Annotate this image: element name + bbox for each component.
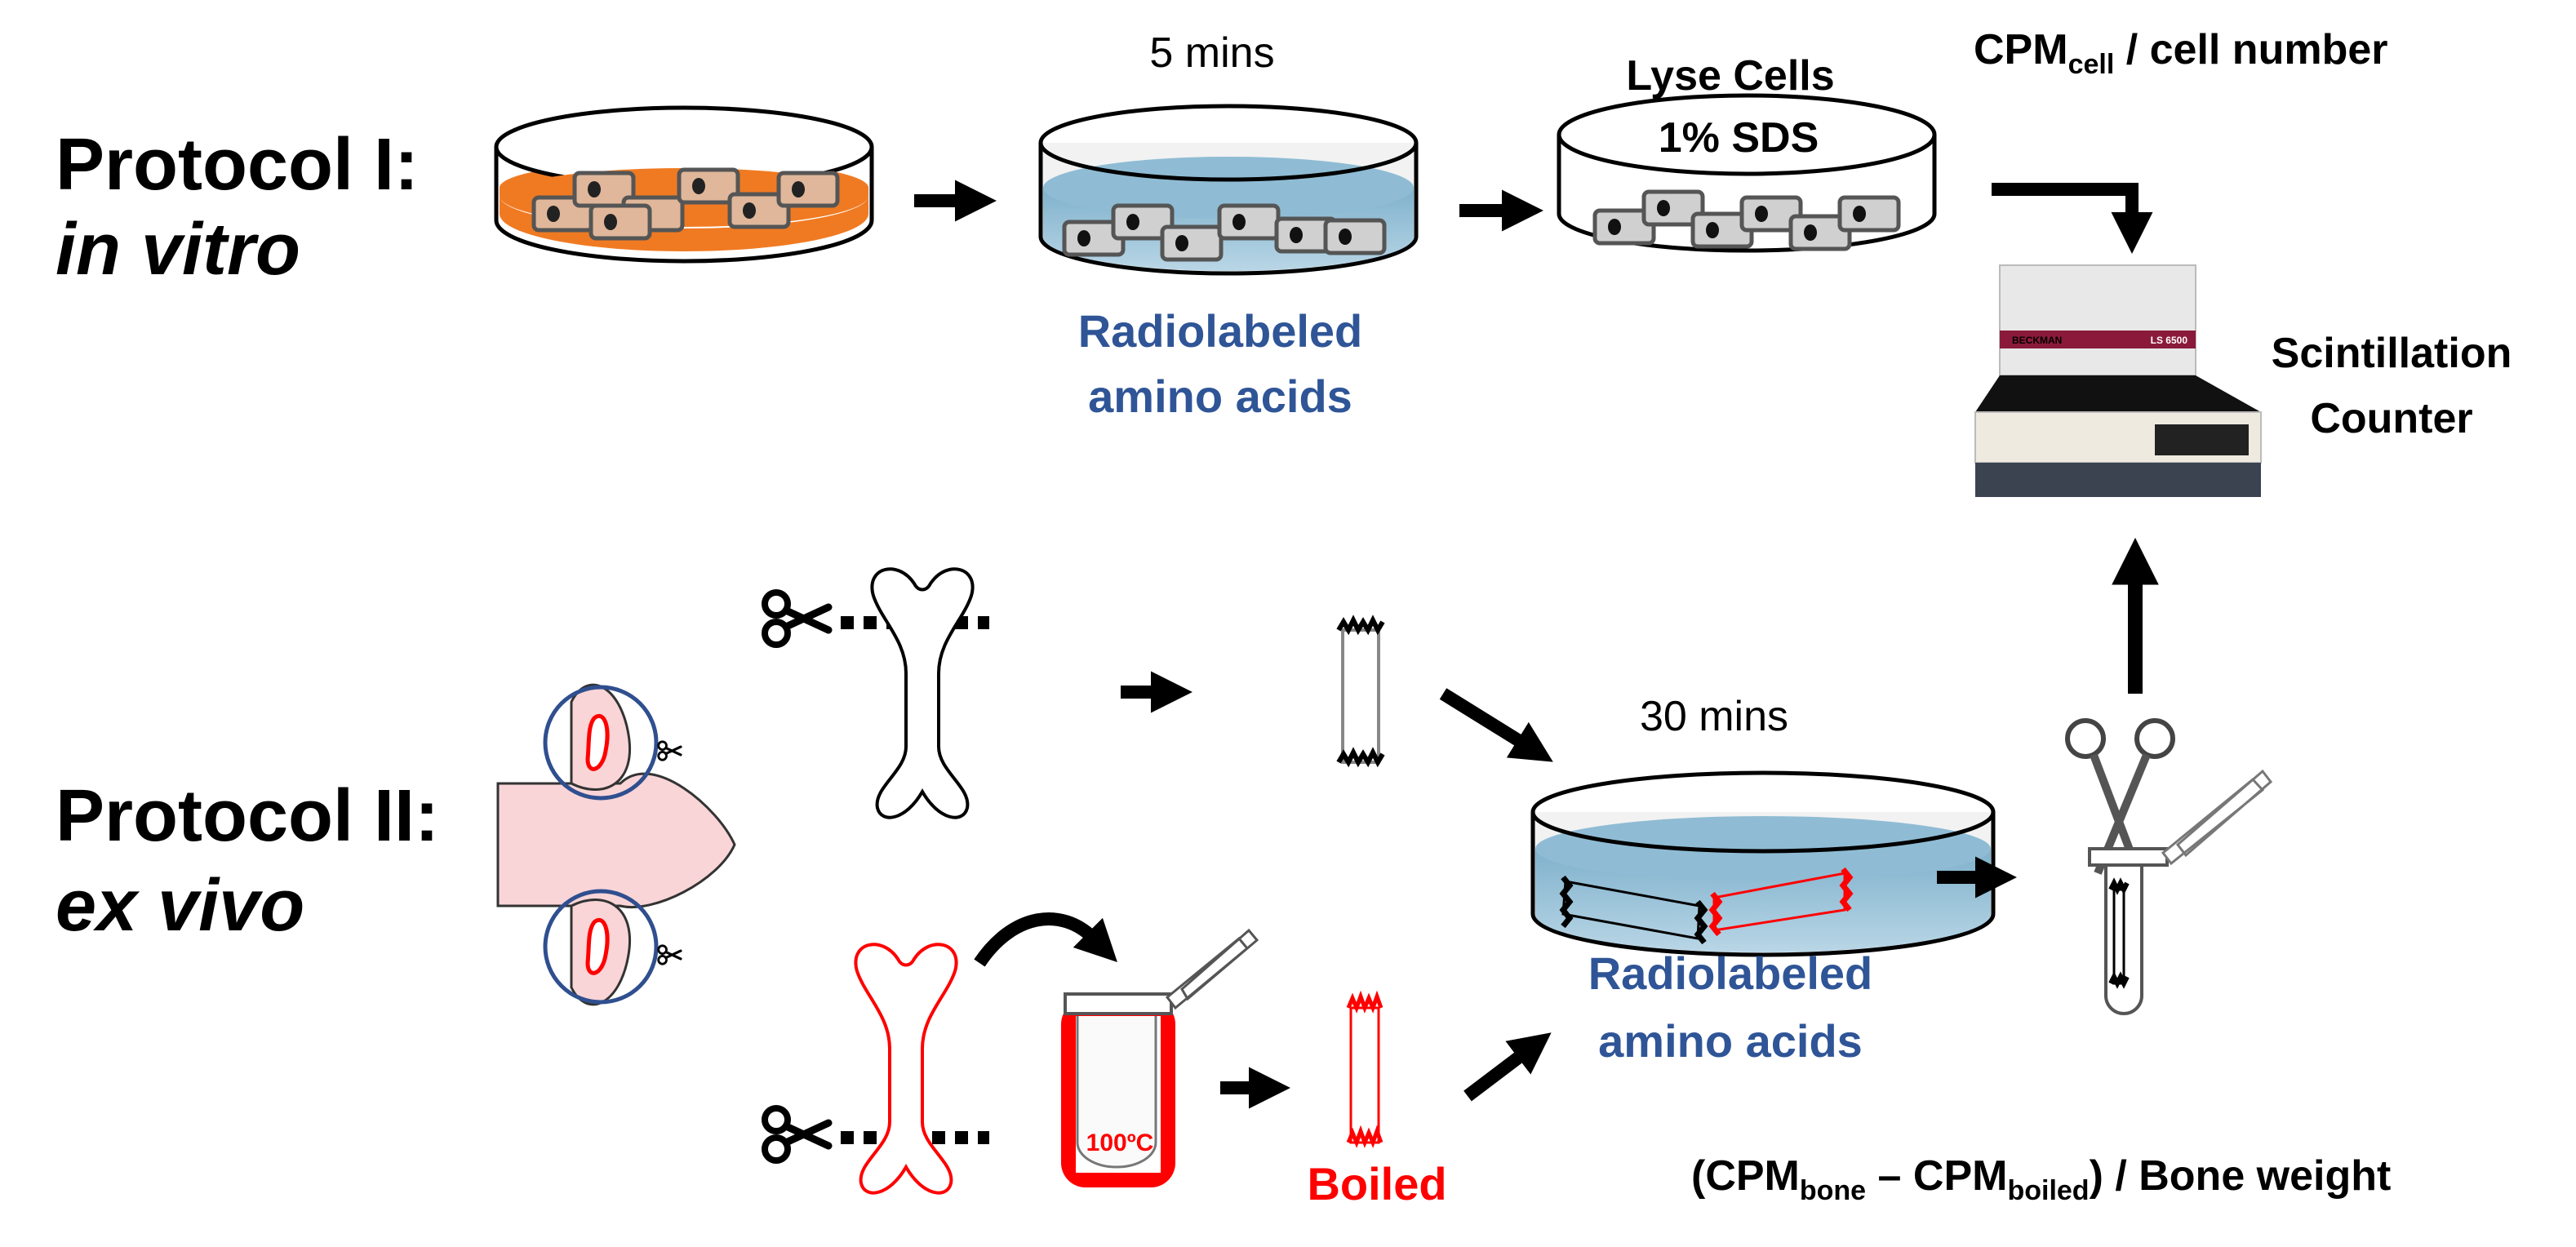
scintillation-counter-image: BECKMAN LS 6500 xyxy=(1974,264,2262,497)
arrow-diagonal-up xyxy=(1463,1032,1552,1102)
sds-label: 1% SDS xyxy=(1659,114,1819,162)
bone-intact-red xyxy=(854,943,958,1195)
bent-arrow-down xyxy=(1992,183,2153,254)
radiolabel-label-line2: amino acids xyxy=(1598,1015,1863,1067)
incubation-time-30min: 30 mins xyxy=(1640,693,1788,740)
boiling-tube: 100ºC xyxy=(1061,928,1259,1187)
bone-intact xyxy=(870,567,975,819)
culture-dish-medium xyxy=(494,105,874,264)
culture-dish-radiolabel xyxy=(1038,104,1419,276)
scissors-icon xyxy=(765,592,828,645)
protocol-1-subtitle: in vitro xyxy=(56,209,300,291)
radiolabel-label-line1: Radiolabeled xyxy=(1588,947,1873,999)
collection-tube-with-forceps xyxy=(2065,718,2273,1015)
radiolabel-label-line1: Radiolabeled xyxy=(1078,305,1363,357)
protocol-1-title: Protocol I: xyxy=(56,124,419,206)
protocol-2-title: Protocol II: xyxy=(56,775,439,857)
mouse-illustration xyxy=(496,683,736,1006)
bone-shaft-boiled xyxy=(1346,990,1383,1148)
curved-arrow xyxy=(974,912,1117,967)
boiled-label: Boiled xyxy=(1307,1158,1446,1209)
cpm-bone-formula: (CPMbone – CPMboiled) / Bone weight xyxy=(1691,1152,2391,1206)
arrow-diagonal-down xyxy=(1439,688,1553,762)
bone-shaft-cut xyxy=(1336,615,1385,768)
scintillation-counter-label-line1: Scintillation xyxy=(2272,330,2512,377)
incubation-dish-bones xyxy=(1530,770,1996,957)
temperature-label: 100ºC xyxy=(1086,1129,1154,1156)
radiolabel-label-line2: amino acids xyxy=(1088,371,1352,422)
scissors-icon xyxy=(765,1108,828,1160)
cpm-cell-formula: CPMcell / cell number xyxy=(1974,26,2388,80)
culture-dish-lysed xyxy=(1557,93,1937,253)
counter-model: LS 6500 xyxy=(2151,335,2188,346)
scintillation-counter-label-line2: Counter xyxy=(2310,395,2472,442)
counter-brand: BECKMAN xyxy=(2012,335,2062,346)
lyse-cells-label: Lyse Cells xyxy=(1626,52,1834,100)
protocol-2-subtitle: ex vivo xyxy=(56,865,304,947)
incubation-time-5min: 5 mins xyxy=(1149,29,1274,77)
